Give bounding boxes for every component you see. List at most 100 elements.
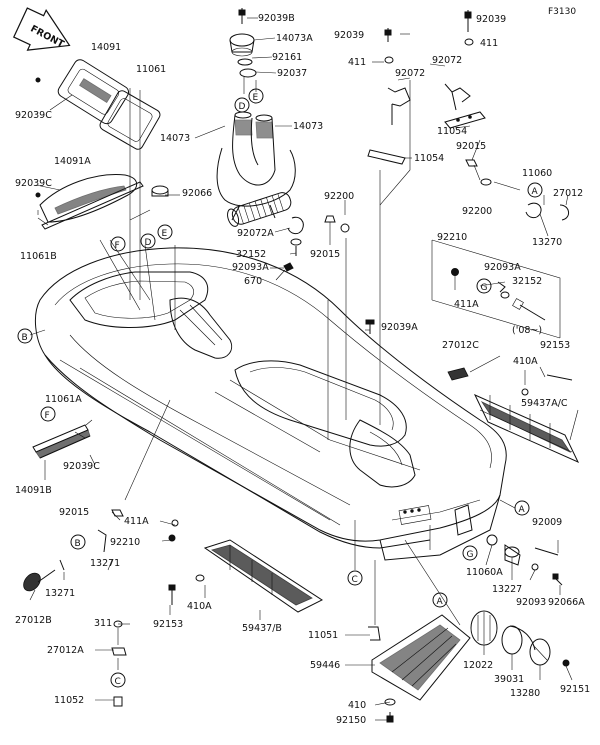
- clip-27012c: [447, 367, 469, 381]
- label-92037: 92037: [277, 68, 307, 79]
- left-hardware: [23, 509, 179, 707]
- label-92093: 92093: [516, 597, 546, 608]
- label-14091: 14091: [91, 42, 121, 53]
- label-92039c-top: 92039C: [15, 110, 52, 121]
- label-11051: 11051: [308, 630, 338, 641]
- callout-a-bottom: A: [437, 597, 444, 607]
- label-year-note: ('08~): [512, 325, 542, 336]
- label-27012: 27012: [553, 188, 583, 199]
- callout-b-hull: B: [22, 333, 28, 343]
- label-92066: 92066: [182, 188, 212, 199]
- label-92210-right: 92210: [437, 232, 467, 243]
- label-92015-right: 92015: [456, 141, 486, 152]
- right-upper-hardware: [367, 10, 569, 339]
- callout-d-mid: D: [145, 238, 152, 248]
- label-311: 311: [94, 618, 112, 629]
- label-92015-center: 92015: [310, 249, 340, 260]
- leader-lines: [29, 17, 579, 721]
- callout-f-left: F: [45, 411, 50, 421]
- label-27012b: 27012B: [15, 615, 52, 626]
- label-11052: 11052: [54, 695, 84, 706]
- label-39031: 39031: [494, 674, 524, 685]
- label-11060a: 11060A: [466, 567, 503, 578]
- label-13271-b: 13271: [45, 588, 75, 599]
- intake-grate-59446: [371, 614, 471, 723]
- callout-g-stern: G: [467, 550, 474, 560]
- callout-a-top: A: [532, 187, 539, 197]
- label-92039b: 92039B: [258, 13, 295, 24]
- label-92153-left: 92153: [153, 619, 183, 630]
- label-92066a: 92066A: [548, 597, 585, 608]
- label-92200-center: 92200: [324, 191, 354, 202]
- label-32152-center: 32152: [236, 249, 266, 260]
- label-92200-right: 92200: [462, 206, 492, 217]
- label-92072a: 92072A: [237, 228, 274, 239]
- label-32152-right: 32152: [512, 276, 542, 287]
- air-duct-assembly: [216, 8, 304, 235]
- label-14073-right: 14073: [293, 121, 323, 132]
- label-11061b: 11061B: [20, 251, 57, 262]
- label-92039a: 92039A: [381, 322, 418, 333]
- callout-c-left: C: [115, 677, 121, 687]
- label-13270: 13270: [532, 237, 562, 248]
- hatch-seals: [35, 59, 169, 230]
- label-92015-left: 92015: [59, 507, 89, 518]
- label-14073a: 14073A: [276, 33, 313, 44]
- label-59446: 59446: [310, 660, 340, 671]
- label-411a-right: 411A: [454, 299, 479, 310]
- part-labels: 92039B 14073A 92161 92037 14073 14073 92…: [15, 13, 590, 726]
- label-14073-left: 14073: [160, 133, 190, 144]
- label-410a-right: 410A: [513, 356, 538, 367]
- label-92039-mid: 92039: [334, 30, 364, 41]
- label-92210-left: 92210: [110, 537, 140, 548]
- label-14091a: 14091A: [54, 156, 91, 167]
- callout-d-top: D: [239, 102, 246, 112]
- label-92153-right: 92153: [540, 340, 570, 351]
- bracket-11051: [368, 626, 381, 641]
- callout-a-stern: A: [519, 505, 526, 515]
- label-92009: 92009: [532, 517, 562, 528]
- label-13280: 13280: [510, 688, 540, 699]
- label-92161: 92161: [272, 52, 302, 63]
- side-seal: [32, 419, 93, 459]
- label-12022: 12022: [463, 660, 493, 671]
- label-11061a: 11061A: [45, 394, 82, 405]
- step-plate-right: [473, 393, 580, 464]
- label-59437ac: 59437A/C: [521, 398, 568, 409]
- label-11061-top: 11061: [136, 64, 166, 75]
- label-11060: 11060: [522, 168, 552, 179]
- label-670: 670: [244, 276, 262, 287]
- callout-e-mid: E: [162, 229, 168, 239]
- label-13271-a: 13271: [90, 558, 120, 569]
- label-92072-right: 92072: [432, 55, 462, 66]
- hull-body: [34, 247, 507, 561]
- callout-g-top: G: [481, 283, 488, 293]
- step-plate-left: [203, 539, 324, 613]
- label-410-bottom: 410: [348, 700, 366, 711]
- callout-f-top: F: [115, 241, 120, 251]
- label-27012c: 27012C: [442, 340, 479, 351]
- label-92039-top: 92039: [476, 14, 506, 25]
- label-27012a: 27012A: [47, 645, 84, 656]
- callout-b-left: B: [75, 539, 81, 549]
- label-14091b: 14091B: [15, 485, 52, 496]
- label-11054-center: 11054: [414, 153, 444, 164]
- label-410a-left: 410A: [187, 601, 212, 612]
- bolt-92153-right: [546, 374, 573, 381]
- center-hardware: [283, 215, 375, 334]
- figure-code: F3130: [548, 7, 576, 17]
- label-92150: 92150: [336, 715, 366, 726]
- front-arrow: FRONT: [12, 7, 71, 51]
- label-92039c-left: 92039C: [63, 461, 100, 472]
- label-92093a-right: 92093A: [484, 262, 521, 273]
- label-92072-center: 92072: [395, 68, 425, 79]
- callout-markers: D E F D E B A G F B A G C A C: [17, 88, 543, 688]
- label-13227: 13227: [492, 584, 522, 595]
- callout-c-mid: C: [352, 575, 358, 585]
- label-11054-right: 11054: [437, 126, 467, 137]
- label-59437b: 59437/B: [242, 623, 282, 634]
- label-411-mid: 411: [348, 57, 366, 68]
- label-92039c-mid: 92039C: [15, 178, 52, 189]
- label-411-top: 411: [480, 38, 498, 49]
